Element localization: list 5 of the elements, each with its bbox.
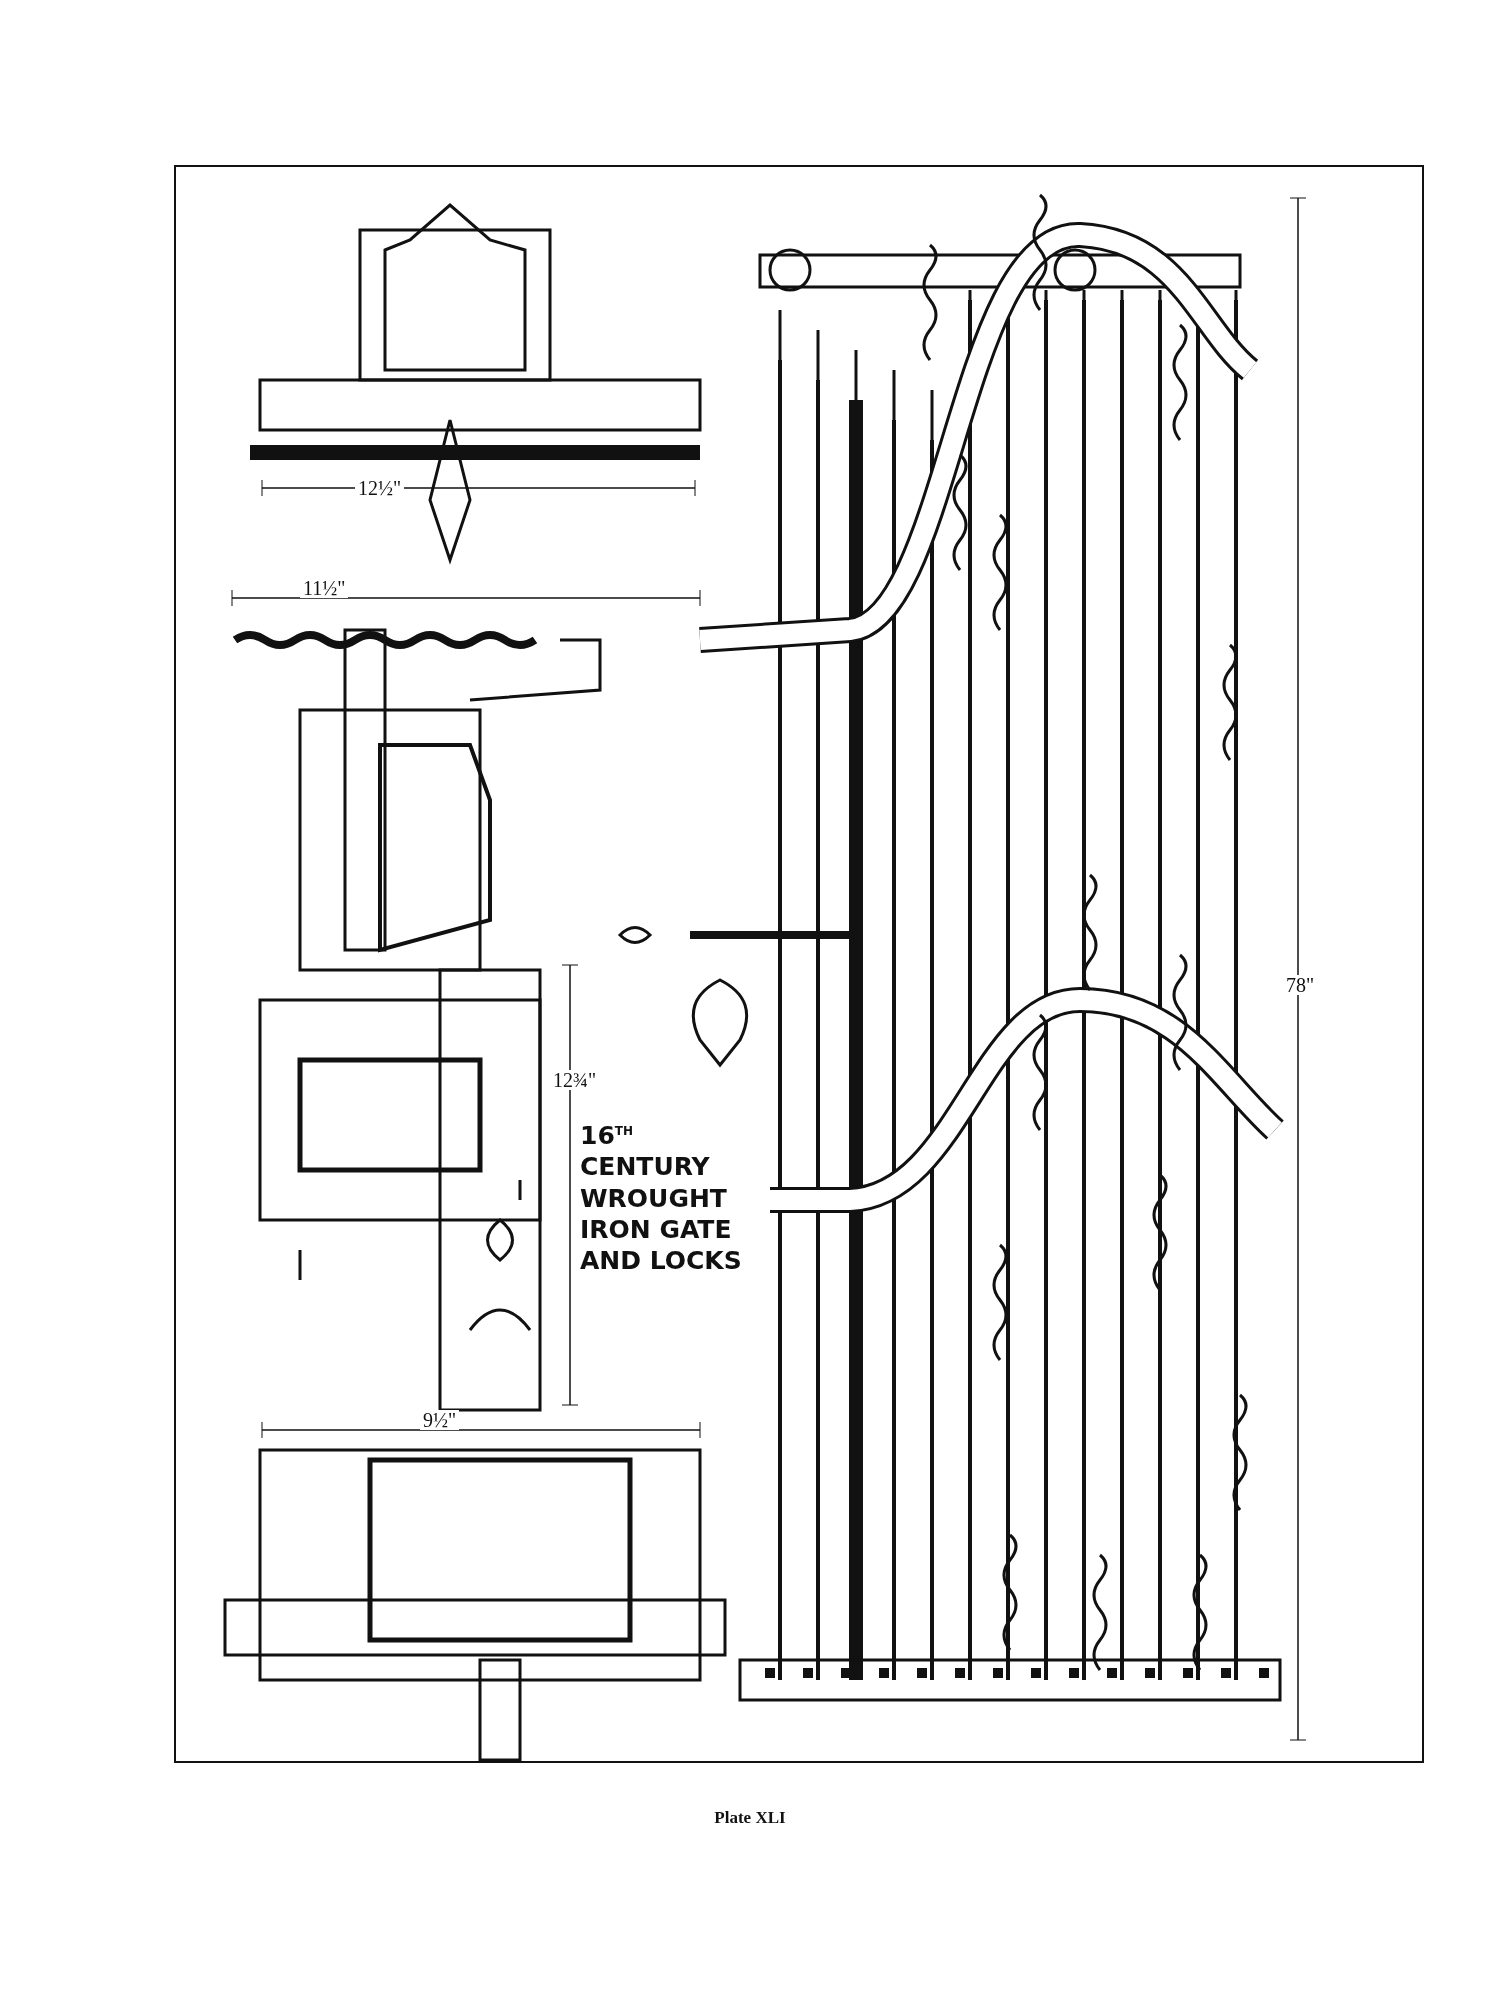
dimension-label: 12½": [355, 478, 405, 498]
plate-title: 16$^{TH}$ CENTURY WROUGHT IRON GATE AND LOCKS: [580, 1120, 743, 1277]
dimension-label: 11½": [300, 578, 349, 598]
dimension-label: 9½": [420, 1410, 460, 1430]
plate-caption: Plate XLI: [713, 1808, 787, 1828]
